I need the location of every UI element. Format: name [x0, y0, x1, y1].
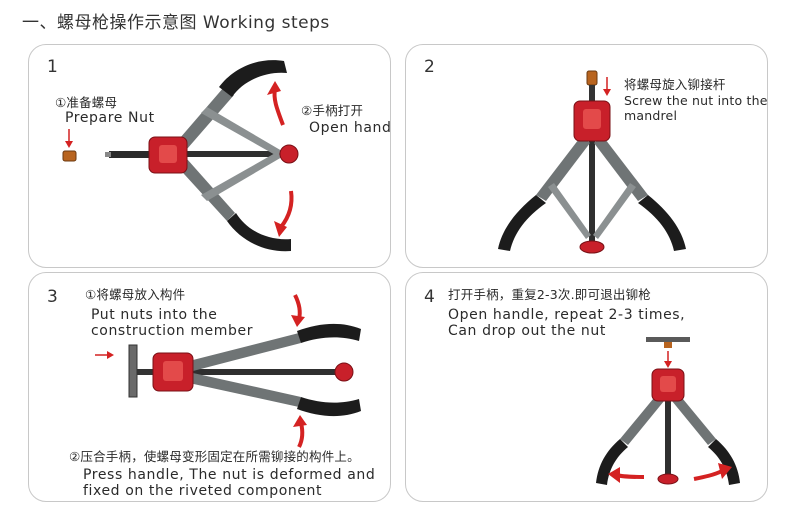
press-handle-label-zh: ②压合手柄，使螺母变形固定在所需铆接的构件上。	[69, 449, 360, 464]
press-arrow-down-icon	[291, 294, 305, 327]
step-3-panel: 3 ①将螺母放入构件 Put nuts into the constructio…	[28, 272, 391, 502]
handle-grip-icon	[219, 60, 287, 97]
step-2-panel: 2 将螺母旋入铆接杆 Screw the nut into the mandre…	[405, 44, 768, 268]
right-arrow-icon	[95, 351, 114, 359]
step-number: 2	[424, 57, 435, 77]
down-arrow-icon	[603, 77, 611, 96]
step-1-panel: 1 ①准备螺母 Prepare Nut ②手柄打开 Open handle	[28, 44, 391, 268]
screw-nut-label-en-2: mandrel	[624, 108, 678, 123]
open-arrow-up-icon	[267, 81, 285, 126]
construction-plate-icon	[646, 337, 690, 342]
put-nuts-label-en-2: construction member	[91, 323, 254, 339]
down-arrow-icon	[65, 129, 73, 148]
handle-grip-icon	[498, 195, 546, 251]
page-title: 一、螺母枪操作示意图 Working steps	[22, 13, 330, 33]
screw-nut-label-zh: 将螺母旋入铆接杆	[624, 77, 726, 92]
prepare-nut-label-zh: ①准备螺母	[55, 95, 118, 110]
press-arrow-up-icon	[293, 415, 307, 448]
rivet-tool-press-illustration	[95, 294, 361, 448]
rivet-tool-release-illustration	[596, 337, 740, 485]
press-handle-label-en-1: Press handle, The nut is deformed and	[83, 467, 376, 483]
rivet-tool-vertical-illustration	[498, 70, 686, 254]
handle-grip-icon	[596, 439, 628, 485]
put-nuts-label-en-1: Put nuts into the	[91, 307, 218, 323]
construction-plate-icon	[128, 344, 138, 398]
repeat-label-en-2: Can drop out the nut	[448, 323, 606, 339]
prepare-nut-label-en: Prepare Nut	[65, 110, 155, 126]
put-nuts-label-zh: ①将螺母放入构件	[85, 287, 186, 302]
down-arrow-icon	[664, 351, 672, 368]
step-4-panel: 4 打开手柄，重复2-3次.即可退出铆枪 Open handle, repeat…	[405, 272, 768, 502]
rivet-nut-icon	[62, 150, 77, 162]
rivet-nut-icon	[586, 70, 598, 86]
step-number: 1	[47, 57, 58, 77]
press-handle-label-en-2: fixed on the riveted component	[83, 483, 323, 499]
screw-nut-label-en-1: Screw the nut into the	[624, 93, 768, 108]
open-arrow-left-icon	[608, 467, 645, 483]
open-handle-label-zh: ②手柄打开	[301, 103, 364, 118]
rivet-tool-open-illustration	[62, 60, 299, 252]
step-number: 3	[47, 287, 58, 307]
step-number: 4	[424, 287, 435, 307]
repeat-label-zh: 打开手柄，重复2-3次.即可退出铆枪	[448, 287, 651, 302]
open-handle-label-en: Open handle	[309, 120, 391, 136]
open-arrow-down-icon	[274, 190, 294, 237]
open-arrow-right-icon	[693, 463, 732, 481]
repeat-label-en-1: Open handle, repeat 2-3 times,	[448, 307, 686, 323]
handle-grip-icon	[297, 323, 361, 343]
